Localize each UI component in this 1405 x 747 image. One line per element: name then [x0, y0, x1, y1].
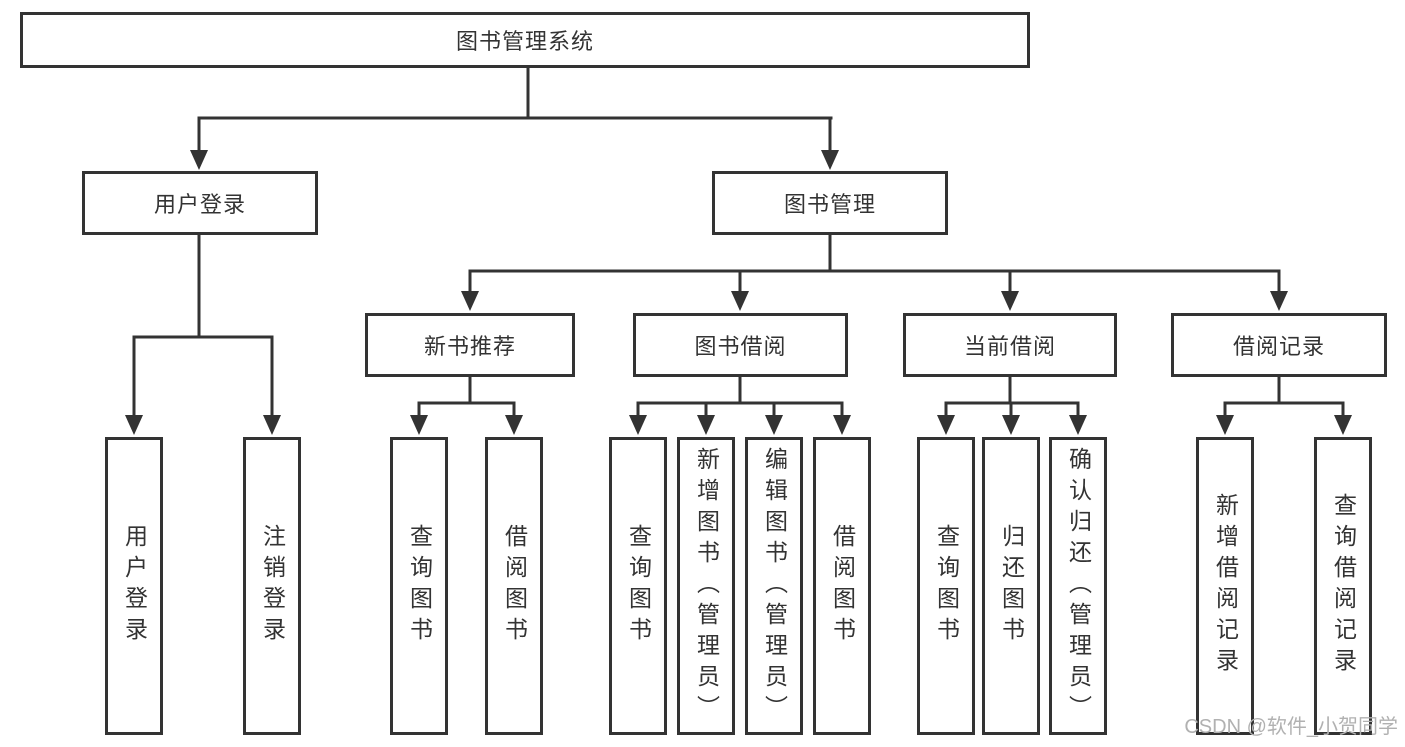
node-book-borrow: 图书借阅 — [633, 313, 848, 377]
connector-borrow-records-children — [1216, 375, 1352, 435]
node-new-book-recommend-label: 新书推荐 — [423, 334, 516, 359]
leaf-query-books-2-label: 查询图书 — [625, 524, 652, 648]
leaf-borrow-books-1-label: 借阅图书 — [501, 524, 528, 648]
leaf-edit-book-admin-label: 编辑图书（管理员） — [761, 446, 788, 726]
leaf-query-books-1: 查询图书 — [390, 437, 448, 735]
connector-user-login-children — [125, 233, 281, 435]
leaf-borrow-books-2-label: 借阅图书 — [829, 524, 856, 648]
leaf-query-borrow-record-label: 查询借阅记录 — [1330, 493, 1357, 679]
leaf-query-books-1-label: 查询图书 — [406, 524, 433, 648]
node-book-borrow-label: 图书借阅 — [694, 334, 787, 359]
connector-new-book-children — [410, 375, 523, 435]
connector-book-borrow-children — [629, 375, 851, 435]
node-root-label: 图书管理系统 — [455, 29, 594, 54]
leaf-query-books-2: 查询图书 — [609, 437, 667, 735]
node-current-borrow-label: 当前借阅 — [963, 334, 1056, 359]
leaf-query-books-3: 查询图书 — [917, 437, 975, 735]
leaf-user-login: 用户登录 — [105, 437, 163, 735]
node-user-login-label: 用户登录 — [153, 192, 246, 217]
leaf-user-login-label: 用户登录 — [121, 524, 148, 648]
leaf-return-book-label: 归还图书 — [998, 524, 1025, 648]
connector-book-mgmt-to-level3 — [461, 233, 1288, 311]
leaf-query-books-3-label: 查询图书 — [933, 524, 960, 648]
leaf-add-borrow-record: 新增借阅记录 — [1196, 437, 1254, 735]
node-book-management: 图书管理 — [712, 171, 948, 235]
leaf-logout-label: 注销登录 — [259, 524, 286, 648]
leaf-logout: 注销登录 — [243, 437, 301, 735]
node-current-borrow: 当前借阅 — [903, 313, 1117, 377]
connector-root-to-level2 — [190, 66, 839, 170]
leaf-return-book: 归还图书 — [982, 437, 1040, 735]
leaf-confirm-return-admin: 确认归还（管理员） — [1049, 437, 1107, 735]
leaf-confirm-return-admin-label: 确认归还（管理员） — [1065, 446, 1092, 726]
node-borrow-records: 借阅记录 — [1171, 313, 1387, 377]
node-user-login: 用户登录 — [82, 171, 318, 235]
leaf-query-borrow-record: 查询借阅记录 — [1314, 437, 1372, 735]
csdn-watermark: CSDN @软件_小贺同学 — [1184, 716, 1398, 738]
leaf-add-book-admin-label: 新增图书（管理员） — [693, 446, 720, 726]
leaf-edit-book-admin: 编辑图书（管理员） — [745, 437, 803, 735]
node-new-book-recommend: 新书推荐 — [365, 313, 575, 377]
connector-current-borrow-children — [937, 375, 1087, 435]
leaf-add-book-admin: 新增图书（管理员） — [677, 437, 735, 735]
node-root: 图书管理系统 — [20, 12, 1030, 68]
leaf-borrow-books-2: 借阅图书 — [813, 437, 871, 735]
leaf-borrow-books-1: 借阅图书 — [485, 437, 543, 735]
node-borrow-records-label: 借阅记录 — [1232, 334, 1325, 359]
leaf-add-borrow-record-label: 新增借阅记录 — [1212, 493, 1239, 679]
node-book-management-label: 图书管理 — [783, 192, 876, 217]
